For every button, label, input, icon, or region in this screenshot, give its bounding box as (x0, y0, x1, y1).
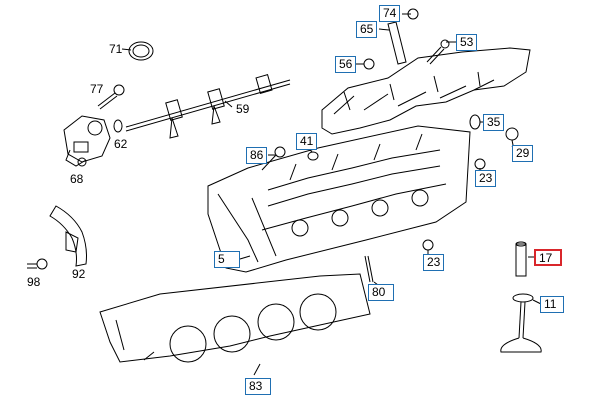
head-cover-drawing (321, 47, 531, 135)
part-label-65[interactable]: 65 (356, 21, 378, 38)
bolt-77-drawing (97, 84, 125, 110)
part-label-62: 62 (114, 137, 128, 151)
part-label-68: 68 (70, 172, 84, 186)
part-label-5[interactable]: 5 (214, 251, 240, 268)
adjuster-housing-drawing (63, 115, 111, 167)
plug-35-drawing (469, 114, 481, 130)
bolt-53-drawing (426, 39, 450, 65)
part-label-56[interactable]: 56 (335, 56, 357, 73)
part-label-59: 59 (236, 102, 250, 116)
part-label-83[interactable]: 83 (245, 378, 271, 395)
strip-65-drawing (387, 21, 407, 65)
part-label-53[interactable]: 53 (456, 34, 478, 51)
part-label-98: 98 (27, 275, 41, 289)
o-ring-drawing (113, 119, 123, 133)
plug-23a-drawing (474, 158, 486, 170)
part-label-74[interactable]: 74 (379, 5, 401, 22)
part-label-92: 92 (72, 267, 86, 281)
bracket-drawing (49, 205, 87, 267)
leader-lines (239, 13, 542, 376)
part-label-77: 77 (90, 82, 104, 96)
cylinder-head-drawing (207, 125, 471, 273)
head-gasket-drawing (99, 273, 371, 363)
part-label-80[interactable]: 80 (368, 284, 394, 301)
part-label-17-selected[interactable]: 17 (534, 249, 562, 266)
part-label-29[interactable]: 29 (512, 145, 534, 162)
bolt-56-drawing (363, 58, 375, 70)
stud-80-drawing (364, 255, 374, 283)
seal-ring-drawing (121, 41, 154, 61)
part-label-41[interactable]: 41 (296, 133, 318, 150)
valve-drawing (500, 293, 542, 353)
part-label-23b[interactable]: 23 (423, 254, 445, 271)
part-label-35[interactable]: 35 (483, 114, 505, 131)
part-label-11[interactable]: 11 (540, 296, 564, 313)
part-label-86[interactable]: 86 (246, 147, 268, 164)
plug-41-drawing (307, 151, 319, 161)
part-label-71: 71 (109, 42, 123, 56)
part-label-23a[interactable]: 23 (475, 170, 497, 187)
bolt-98-drawing (27, 258, 48, 270)
rocker-shaft-drawing (125, 74, 291, 139)
valve-guide-drawing (515, 241, 527, 277)
plug-23b-drawing (422, 239, 434, 251)
